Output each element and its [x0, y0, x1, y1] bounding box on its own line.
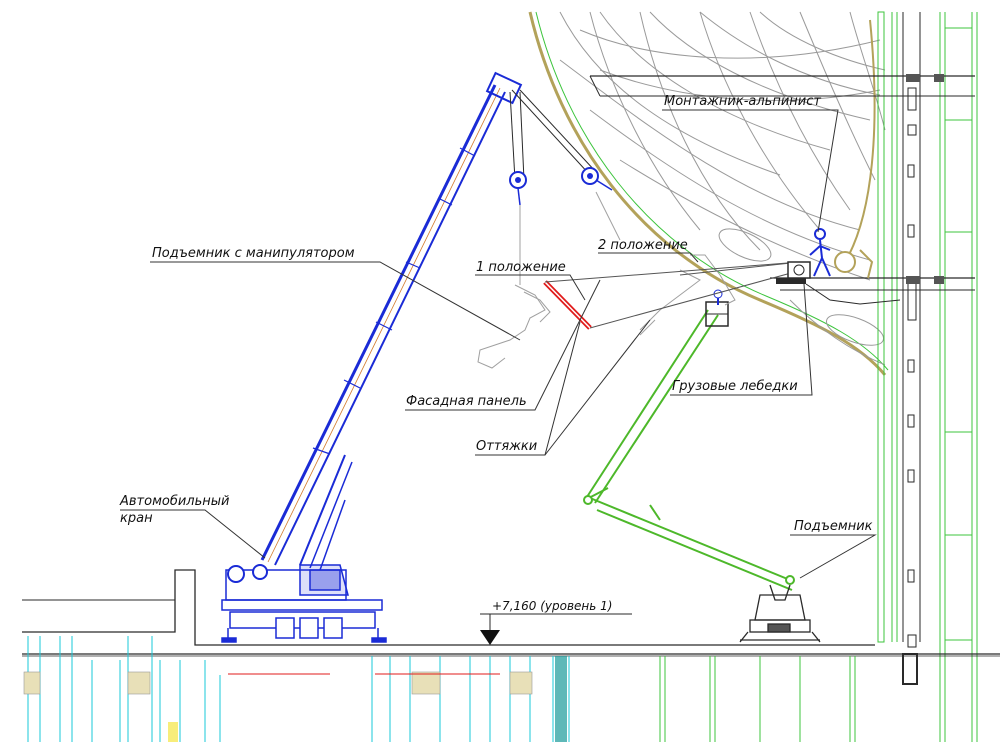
facade-columns	[877, 11, 978, 742]
dome-structure	[528, 11, 889, 376]
manipulator-lift	[477, 191, 621, 369]
level-mark: +7,160 (уровень 1)	[480, 599, 632, 645]
winch-ropes	[544, 261, 803, 329]
cargo-winch	[776, 261, 811, 284]
label-position-2: 2 положение	[598, 238, 688, 253]
label-facade-panel: Фасадная панель	[406, 394, 527, 409]
label-mobile-crane-line2: кран	[120, 511, 153, 526]
floor-slabs	[589, 74, 975, 305]
ground-foundation	[22, 569, 1000, 742]
facade-panel	[543, 280, 592, 330]
label-lift-with-manipulator: Подъемник с манипулятором	[152, 246, 355, 261]
climber-figure	[809, 228, 856, 277]
label-lift: Подъемник	[794, 519, 873, 534]
panel-position-2	[639, 254, 736, 336]
label-position-1: 1 положение	[476, 260, 566, 275]
label-cargo-winches: Грузовые лебедки	[672, 379, 798, 394]
label-guy-ropes: Оттяжки	[476, 439, 537, 454]
boom-lift	[583, 289, 821, 643]
mobile-crane	[221, 71, 613, 643]
label-climber-installer: Монтажник-альпинист	[664, 94, 821, 109]
leader-lines	[120, 109, 877, 579]
label-mobile-crane-line1: Автомобильный	[119, 494, 230, 509]
level-mark-label: +7,160 (уровень 1)	[492, 599, 612, 613]
